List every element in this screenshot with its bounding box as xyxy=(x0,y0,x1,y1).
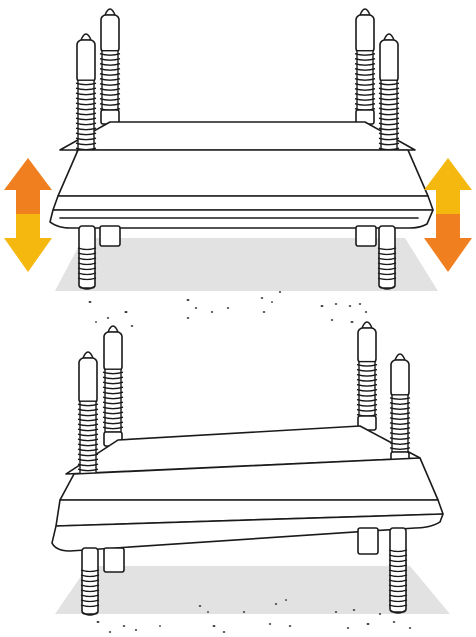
debris-particle-icon xyxy=(364,311,368,313)
level-floor-shadow xyxy=(55,238,438,291)
debris-particle-icon xyxy=(330,319,334,321)
debris-particle-icon xyxy=(358,303,362,305)
debris-particle-icon xyxy=(366,623,370,625)
debris-particle-icon xyxy=(108,631,112,633)
debris-particle-icon xyxy=(278,291,282,293)
tilted-base-panel xyxy=(51,457,444,552)
level-foot-front-left xyxy=(75,33,97,165)
debris-particle-icon xyxy=(226,307,230,309)
debris-particle-icon xyxy=(392,621,396,623)
tilted-foot-back-right xyxy=(356,321,378,431)
debris-particle-icon xyxy=(206,611,210,613)
level-lower-feet xyxy=(77,225,397,290)
up-down-arrow-icon-left xyxy=(4,158,52,272)
debris-particle-icon xyxy=(334,611,338,613)
debris-particle-icon xyxy=(212,625,216,627)
level-foot-front-right xyxy=(378,33,400,165)
debris-particle-icon xyxy=(186,299,190,301)
debris-particle-icon xyxy=(106,317,110,319)
debris-particle-icon xyxy=(284,599,288,601)
level-panel xyxy=(4,8,472,291)
level-foot-back-right xyxy=(354,8,376,125)
tilted-foot-front-left xyxy=(77,351,99,493)
debris-particle-icon xyxy=(210,311,214,313)
debris-particle-icon xyxy=(134,629,138,631)
tilted-foot-front-right xyxy=(389,353,411,467)
debris-particle-icon xyxy=(130,325,134,327)
debris-particle-icon xyxy=(352,609,356,611)
debris-particle-icon xyxy=(346,627,350,629)
tilted-lower-feet xyxy=(80,527,408,616)
debris-particle-icon xyxy=(94,321,98,323)
up-down-arrow-icon-right xyxy=(424,158,472,272)
debris-particle-icon xyxy=(198,605,202,607)
debris-particle-icon xyxy=(158,625,162,627)
debris-particle-icon xyxy=(350,321,354,323)
debris-particle-icon xyxy=(274,603,278,605)
debris-particle-icon xyxy=(268,623,272,625)
tilted-panel xyxy=(51,321,450,616)
debris-particle-icon xyxy=(124,310,128,314)
debris-particle-icon xyxy=(288,625,292,627)
level-base-panel xyxy=(49,149,434,229)
tilted-floor-shadow xyxy=(55,566,450,614)
debris-particle-icon xyxy=(260,297,264,299)
level-top-surface xyxy=(59,121,416,151)
debris-particles-middle xyxy=(88,291,368,327)
debris-particle-icon xyxy=(270,301,274,303)
tilted-foot-back-left xyxy=(102,325,124,447)
debris-particle-icon xyxy=(348,305,352,307)
debris-particle-icon xyxy=(88,301,92,303)
debris-particle-icon xyxy=(186,317,190,319)
debris-particle-icon xyxy=(334,303,338,305)
debris-particle-icon xyxy=(242,611,246,613)
debris-particle-icon xyxy=(222,631,226,633)
debris-particle-icon xyxy=(378,613,382,615)
debris-particle-icon xyxy=(194,307,198,309)
debris-particle-icon xyxy=(122,625,126,627)
level-foot-back-left xyxy=(99,8,121,125)
debris-particle-icon xyxy=(320,305,324,307)
debris-particle-icon xyxy=(408,627,412,629)
debris-particle-icon xyxy=(96,621,100,623)
debris-particle-icon xyxy=(262,311,266,313)
debris-particles-bottom xyxy=(96,599,412,633)
